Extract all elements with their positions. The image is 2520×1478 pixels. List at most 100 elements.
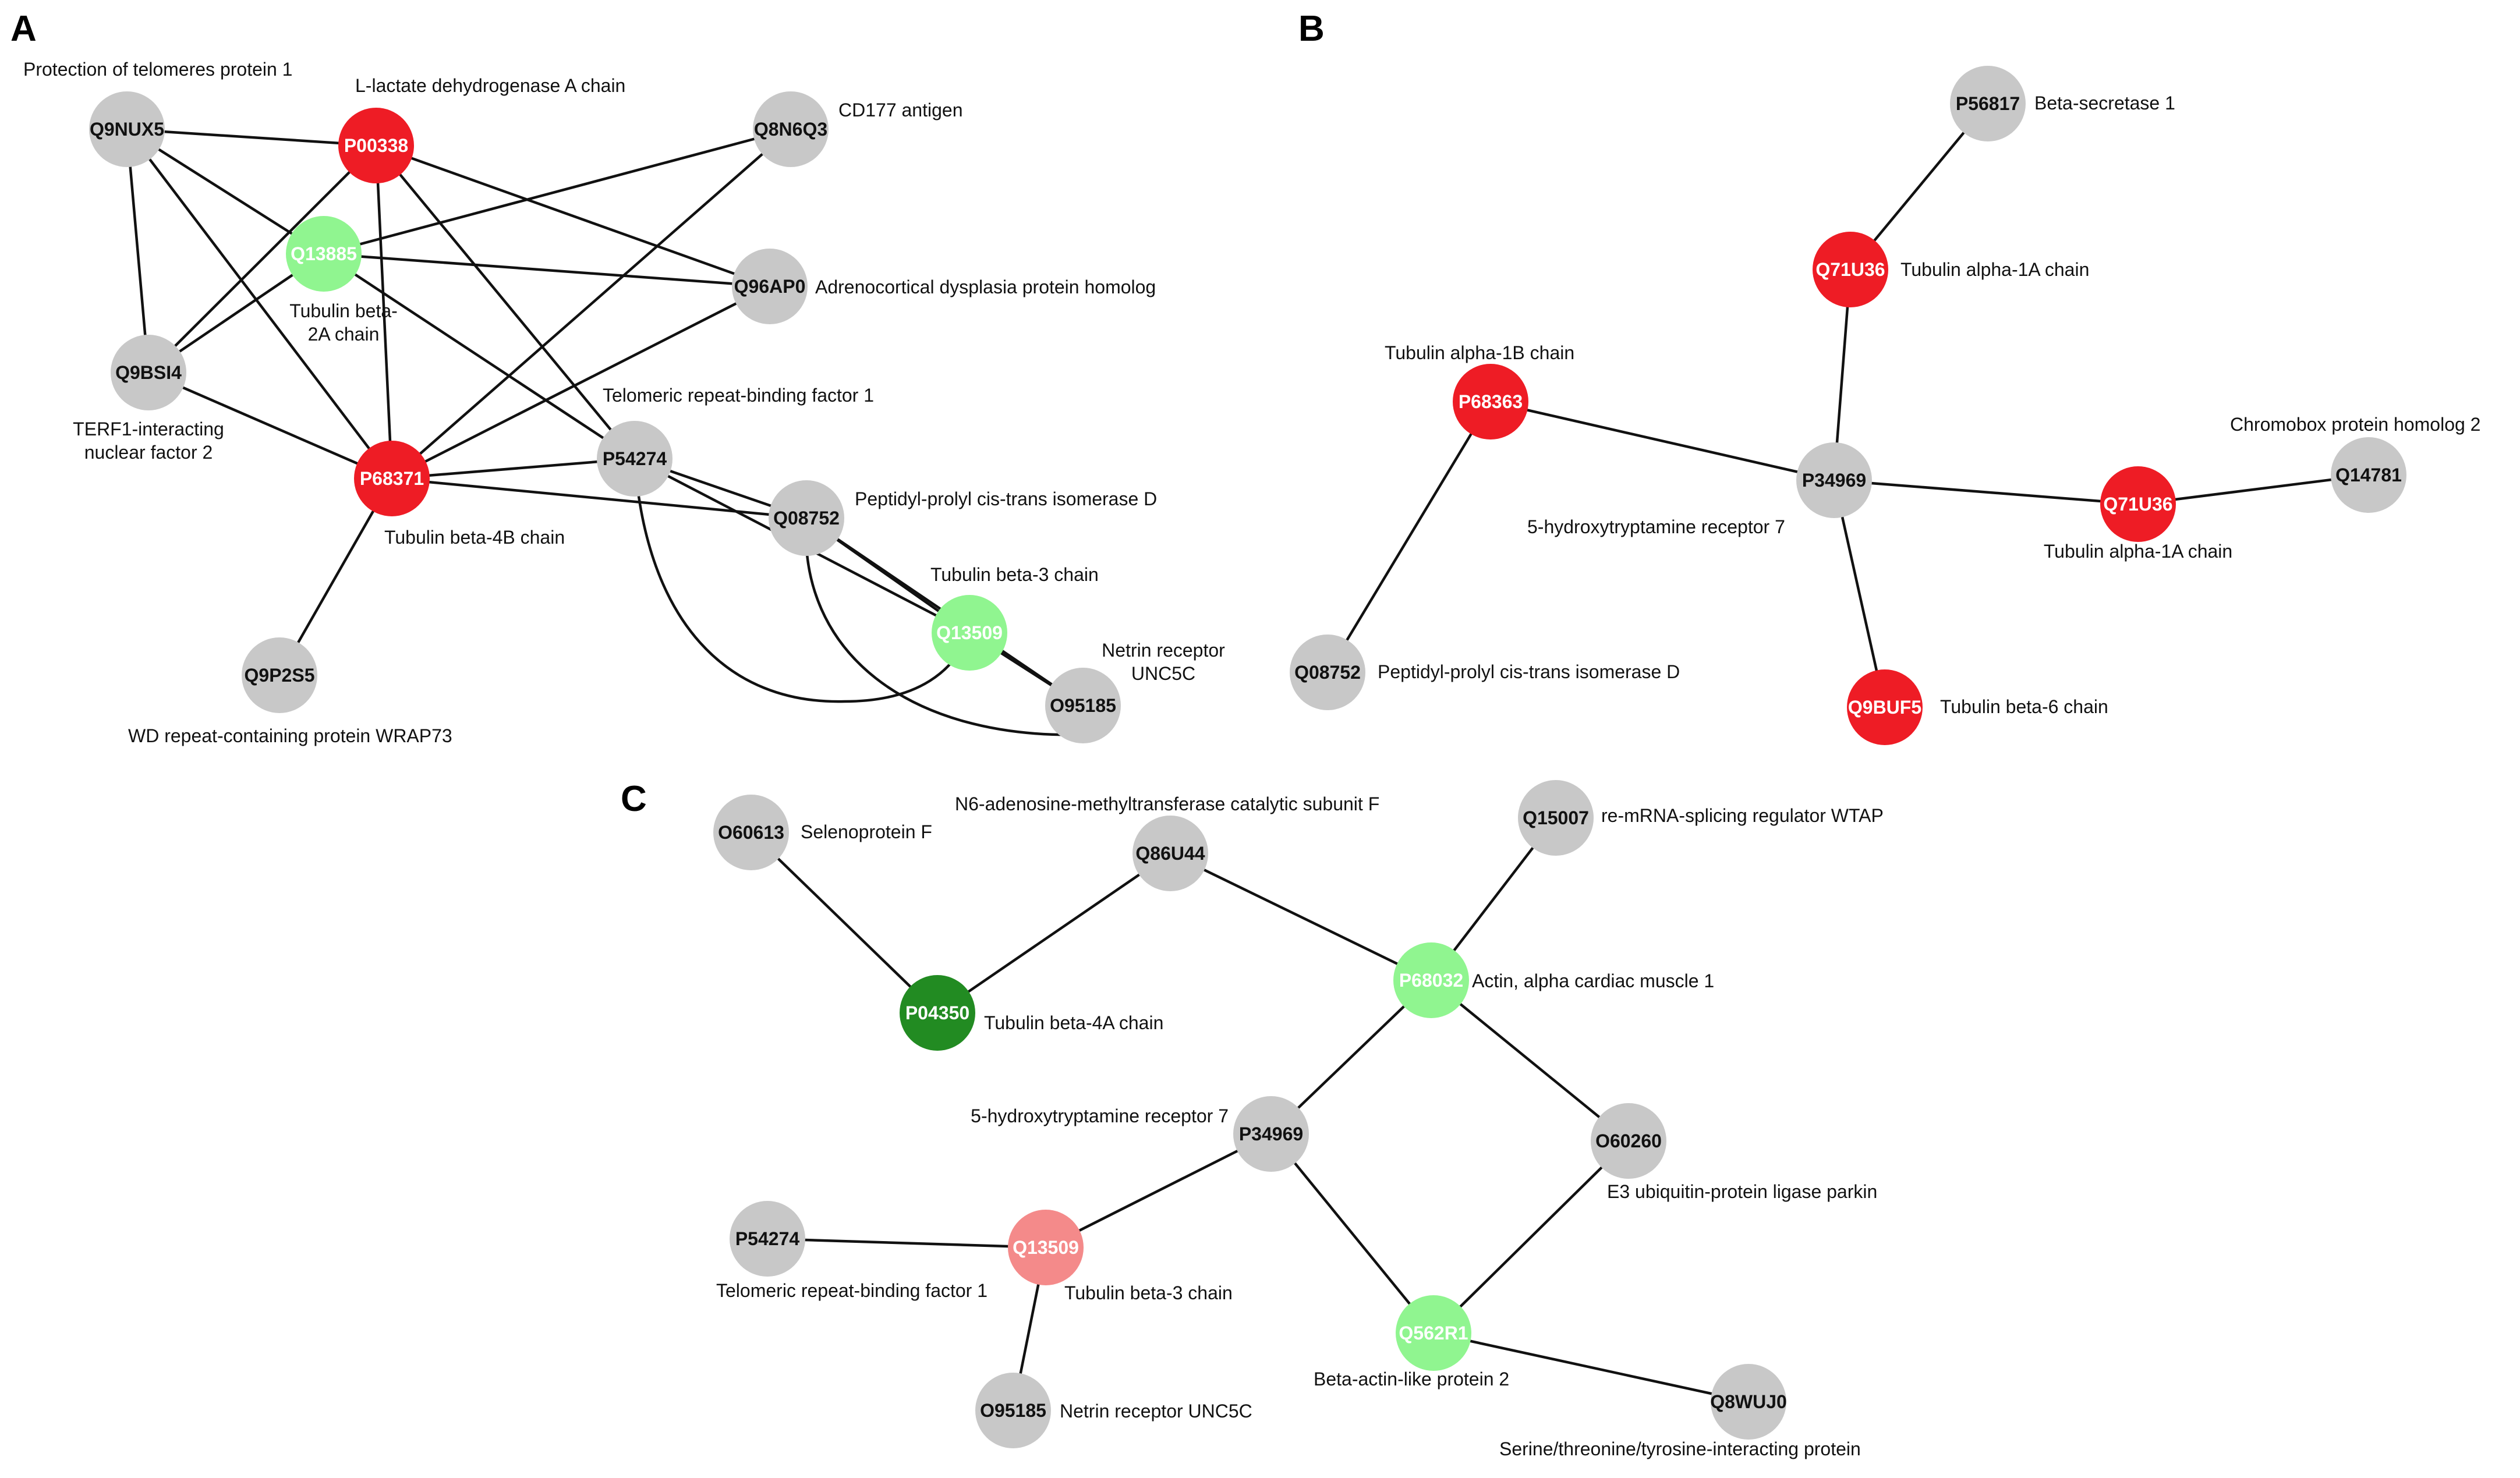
node-id-text: Q9BUF5 (1848, 697, 1921, 718)
node-label-B-P68363: Tubulin alpha-1B chain (1385, 342, 1574, 363)
node-C-Q86U44: Q86U44 (1132, 816, 1208, 891)
node-label-A-O95185-line2: UNC5C (1131, 663, 1195, 684)
node-A-O95185: O95185 (1045, 668, 1121, 743)
node-id-text: P04350 (905, 1002, 969, 1023)
node-A-Q9NUX5: Q9NUX5 (89, 91, 165, 167)
edge-A-Q13885-Q96AP0 (323, 252, 770, 288)
node-circle (932, 595, 1007, 671)
node-circle (769, 480, 844, 556)
edge-C-Q86U44-P68032 (1170, 852, 1432, 982)
node-C-Q15007: Q15007 (1518, 780, 1594, 856)
edge-A-P68371-Q96AP0 (391, 285, 771, 480)
node-label-C-Q13509: Tubulin beta-3 chain (1064, 1282, 1233, 1303)
node-circle (1008, 1210, 1084, 1285)
node-label-C-P54274: Telomeric repeat-binding factor 1 (716, 1280, 988, 1301)
edge-B-P34969-Q71U36_right (1834, 479, 2139, 506)
node-label-C-P34969: 5-hydroxytryptamine receptor 7 (971, 1105, 1229, 1126)
node-B-Q08752: Q08752 (1290, 635, 1365, 710)
node-id-text: P68363 (1459, 391, 1523, 412)
edge-A-P00338-Q96AP0 (376, 144, 770, 288)
node-label-A-Q9NUX5: Protection of telomeres protein 1 (23, 59, 292, 80)
node-label-B-P56817: Beta-secretase 1 (2034, 93, 2175, 114)
node-label-A-Q8N6Q3: CD177 antigen (838, 100, 962, 120)
edge-C-P68032-O60260 (1430, 979, 1630, 1142)
node-circle (1045, 668, 1121, 743)
node-B-P34969: P34969 (1796, 442, 1872, 518)
node-label-A-P54274: Telomeric repeat-binding factor 1 (603, 385, 874, 406)
node-label-C-O60613: Selenoprotein F (801, 821, 932, 842)
node-id-text: P34969 (1239, 1123, 1303, 1144)
edge-A-P00338-P68371 (374, 145, 394, 479)
node-label-C-O95185: Netrin receptor UNC5C (1060, 1401, 1252, 1422)
node-label-C-O60260: E3 ubiquitin-protein ligase parkin (1607, 1181, 1877, 1202)
node-A-Q08752: Q08752 (769, 480, 844, 556)
node-circle (1847, 669, 1923, 745)
node-label-B-Q71U36_top: Tubulin alpha-1A chain (1900, 259, 2089, 280)
node-label-B-Q71U36_right: Tubulin alpha-1A chain (2044, 541, 2232, 562)
edge-curve-A-1 (804, 518, 1084, 736)
node-label-A-Q13885-line2: 2A chain (308, 324, 380, 345)
node-circle (2100, 466, 2176, 542)
node-circle (1453, 364, 1528, 439)
node-circle (354, 441, 430, 516)
node-circle (1796, 442, 1872, 518)
node-label-B-Q08752: Peptidyl-prolyl cis-trans isomerase D (1378, 661, 1680, 682)
node-circle (732, 249, 808, 324)
node-B-Q71U36_top: Q71U36 (1813, 232, 1888, 307)
node-id-text: Q13509 (1013, 1237, 1079, 1258)
edge-A-P68371-P54274 (391, 457, 635, 480)
edge-C-P34969-Q562R1 (1270, 1133, 1435, 1334)
node-id-text: Q71U36 (1815, 259, 1885, 280)
node-label-B-Q14781: Chromobox protein homolog 2 (2230, 414, 2480, 435)
node-A-P68371: P68371 (354, 441, 430, 516)
node-id-text: Q8WUJ0 (1710, 1391, 1787, 1412)
node-id-text: P54274 (735, 1228, 800, 1249)
node-label-A-Q13509: Tubulin beta-3 chain (930, 564, 1099, 585)
node-circle (1290, 635, 1365, 710)
node-A-Q9BSI4: Q9BSI4 (111, 335, 186, 410)
edge-A-Q9BSI4-P68371 (148, 371, 392, 480)
node-label-A-Q96AP0: Adrenocortical dysplasia protein homolog (815, 277, 1156, 297)
node-C-O60260: O60260 (1591, 1103, 1666, 1179)
node-circle (713, 795, 789, 870)
labels-layer: Protection of telomeres protein 1L-lacta… (23, 59, 2480, 1459)
node-C-P34969: P34969 (1233, 1096, 1309, 1172)
edge-A-Q9NUX5-Q9BSI4 (125, 129, 150, 373)
node-circle (2331, 437, 2406, 513)
panel-letter-A: A (10, 9, 37, 49)
node-label-A-O95185: Netrin receptor (1102, 640, 1225, 661)
node-B-Q14781: Q14781 (2331, 437, 2406, 513)
node-circle (89, 91, 165, 167)
node-circle (338, 108, 414, 183)
node-id-text: O95185 (1050, 695, 1116, 716)
node-A-Q9P2S5: Q9P2S5 (242, 637, 317, 713)
panel-letter-C: C (621, 779, 647, 819)
edge-A-Q9NUX5-Q13885 (126, 128, 325, 255)
node-label-A-Q13885: Tubulin beta- (289, 300, 398, 321)
node-C-Q562R1: Q562R1 (1396, 1295, 1471, 1371)
node-label-C-P04350: Tubulin beta-4A chain (984, 1012, 1163, 1033)
node-circle (730, 1201, 805, 1277)
edge-C-Q562R1-Q8WUJ0 (1433, 1331, 1749, 1403)
node-A-P54274: P54274 (597, 421, 673, 497)
node-circle (111, 335, 186, 410)
node-circle (1396, 1295, 1471, 1371)
node-circle (1233, 1096, 1309, 1172)
node-A-Q8N6Q3: Q8N6Q3 (753, 91, 829, 167)
node-id-text: P00338 (344, 135, 408, 156)
node-id-text: Q71U36 (2103, 494, 2172, 515)
node-circle (597, 421, 673, 497)
node-id-text: Q96AP0 (734, 276, 806, 297)
node-label-A-P68371: Tubulin beta-4B chain (384, 527, 565, 548)
node-id-text: P68032 (1399, 970, 1463, 991)
edge-B-P68363-P34969 (1490, 400, 1835, 482)
edge-A-Q9NUX5-P68371 (126, 128, 393, 480)
node-id-text: Q86U44 (1135, 843, 1205, 864)
node-label-B-Q9BUF5: Tubulin beta-6 chain (1940, 696, 2108, 717)
node-circle (242, 637, 317, 713)
node-id-text: P56817 (1956, 93, 2020, 114)
edge-C-O60613-P04350 (750, 831, 939, 1014)
